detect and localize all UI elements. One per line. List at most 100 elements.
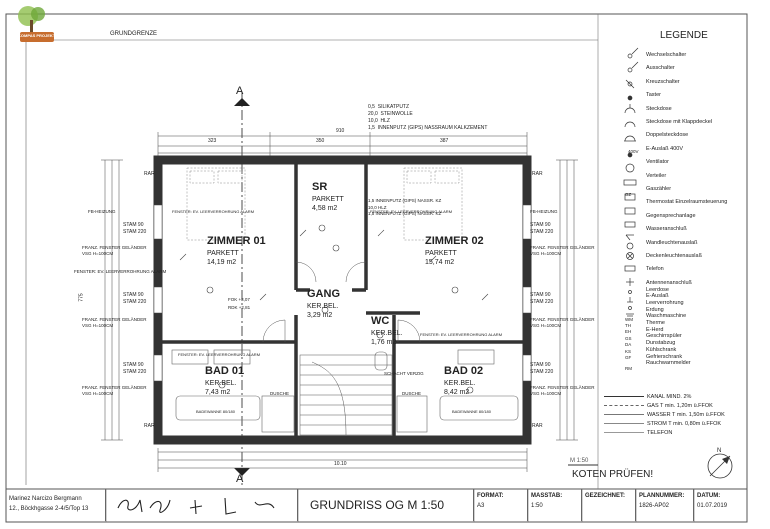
- stam-90: STAM 90: [530, 362, 551, 368]
- room-area: 3,29 m2: [307, 312, 333, 319]
- line-type-label: GAS T min. 1,20m ü.FFOK: [647, 402, 713, 409]
- vsg-height: VSG H=100CM: [82, 251, 114, 256]
- stam-220: STAM 220: [123, 229, 147, 235]
- layer-row: 10,0 HLZ: [368, 118, 390, 124]
- franz-fenster: FRANZ. FENSTER GELÄNDER: [82, 317, 147, 322]
- owner-address: 12., Böckhgasse 2-4/5/Top 13: [9, 506, 89, 512]
- legend-symbol-code: RM: [625, 366, 632, 371]
- legend-title: LEGENDE: [660, 30, 708, 41]
- tb-plannummer: PLANNUMMER: 1826-AP02: [636, 489, 694, 521]
- legend-item-label: Wandleuchtenauslaß: [646, 239, 698, 246]
- line-type-sample: [604, 432, 644, 433]
- room-name: BAD 01: [205, 365, 245, 377]
- legend-symbol-code: KS: [625, 349, 632, 354]
- fok-label-1: FOK +3,07: [228, 297, 250, 302]
- layer-row: 1,5 INNENPUTZ (GIPS) NASSRAUM KALKZEMENT: [368, 125, 488, 131]
- format-value: A3: [477, 503, 485, 509]
- stam-90: STAM 90: [530, 292, 551, 298]
- room-area: 8,42 m2: [444, 389, 470, 396]
- layer-row: 10,0 HLZ: [368, 204, 387, 210]
- legend-item: Ventilator: [622, 157, 669, 167]
- room-name: WC: [371, 315, 390, 327]
- window-label-left-2: STAM 90 STAM 220: [123, 292, 146, 306]
- legend-item: Doppelsteckdose: [622, 130, 688, 140]
- owner-name: Marinez Narcizo Bergmann: [9, 496, 82, 502]
- logo: KOMPAS PROJEKTE: [18, 33, 58, 38]
- dim-top-total: 910: [336, 128, 345, 134]
- legend-item: Leerdose: [622, 285, 669, 295]
- vsg-height: VSG H=100CM: [530, 251, 562, 256]
- stam-90: STAM 90: [123, 222, 144, 228]
- legend-symbol-code: EH: [625, 329, 632, 334]
- room-name: GANG: [307, 288, 340, 300]
- line-type-sample: [604, 405, 644, 406]
- legend-item-label: Gaszähler: [646, 186, 672, 192]
- legend-symbol-code: DA: [625, 342, 632, 347]
- stam-220: STAM 220: [123, 369, 147, 375]
- legend-item-label: Steckdose mit Klappdeckel: [646, 119, 713, 125]
- legend-item-label: E-Auslaß: [646, 293, 669, 300]
- room-area: 15,74 m2: [425, 259, 455, 266]
- franz-note-right-3: FRANZ. FENSTER GELÄNDER VSG H=100CM: [530, 385, 595, 397]
- plan-title: GRUNDRISS OG M 1:50: [310, 498, 445, 512]
- legend-item-label: E-Herd: [646, 326, 664, 333]
- legend-item: Ausschalter: [622, 63, 675, 73]
- legend-item-label: Ausschalter: [646, 65, 675, 72]
- legend-item-label: Telefon: [646, 266, 664, 273]
- dim-top-387: 387: [440, 138, 449, 144]
- legend-item: Rauchwarnmelder: [622, 358, 691, 368]
- franz-fenster: FRANZ. FENSTER GELÄNDER: [82, 245, 147, 250]
- franz-note-right: FRANZ. FENSTER GELÄNDER VSG H=100CM: [530, 245, 595, 257]
- stam-220: STAM 220: [530, 299, 554, 305]
- tb-title: GRUNDRISS OG M 1:50: [298, 489, 474, 521]
- koten-pruefen: KOTEN PRÜFEN!: [572, 469, 654, 480]
- legend-item-label: Leerverrohrung: [646, 299, 684, 306]
- fb-heizung-note: FB-HEIZUNG: [88, 209, 116, 214]
- franz-fenster: FRANZ. FENSTER GELÄNDER: [530, 317, 595, 322]
- dusche-label-2: DUSCHE: [402, 391, 422, 396]
- grundgrenze-label: GRUNDGRENZE: [110, 31, 158, 37]
- room-wc: WC KER.BEL. 1,76 m2: [371, 315, 403, 347]
- franz-fenster: FRANZ. FENSTER GELÄNDER: [530, 245, 595, 250]
- room-bad-01: BAD 01 KER.BEL. 7,43 m2: [205, 365, 245, 397]
- room-floor: PARKETT: [425, 250, 457, 257]
- legend-item-label: Therme: [646, 320, 665, 326]
- legend-item: Therme: [622, 318, 665, 328]
- legend-item-label: Ventilator: [646, 159, 669, 166]
- legend-item: Thermostat Einzelraumsteuerung: [622, 197, 727, 207]
- legend-item: Steckdose mit Klappdeckel: [622, 117, 712, 127]
- wall-layer-spec: 0,5 SILIKATPUTZ 20,0 STEINWOLLE 10,0 HLZ…: [368, 104, 487, 132]
- layer-row: 1,5 INNENPUTZ (GIPS) NASSR. KZ: [368, 198, 442, 203]
- legend-item-label: Doppelsteckdose: [646, 132, 689, 139]
- left-notes: FB-HEIZUNG: [88, 209, 116, 215]
- window-label-right-1: STAM 90 STAM 220: [530, 222, 553, 236]
- franz-fenster: FRANZ. FENSTER GELÄNDER: [82, 385, 147, 390]
- legend-item: E-Auslaß 400V: [622, 144, 683, 154]
- legend-item-label: Verteiler: [646, 172, 667, 179]
- legend-line-item: KANAL MIND. 2%: [604, 392, 691, 401]
- franz-note-left-2: FRANZ. FENSTER GELÄNDER VSG H=100CM: [82, 317, 147, 329]
- line-type-label: KANAL MIND. 2%: [647, 393, 692, 400]
- tb-gezeichnet: GEZEICHNET:: [582, 489, 636, 521]
- vsg-height: VSG H=100CM: [82, 391, 114, 396]
- legend-item-label: Kreuzschalter: [646, 78, 680, 85]
- legend-item-label: Erdung: [646, 306, 664, 313]
- room-area: 14,19 m2: [207, 259, 237, 266]
- legend-item-label: Taster: [646, 92, 661, 99]
- legend-item: Deckenleuchtenauslaß: [622, 251, 702, 261]
- fenster-note-left: FENSTER: EV. LEERVERROHRUNG ALARM: [74, 269, 167, 274]
- franz-note-left-3: FRANZ. FENSTER GELÄNDER VSG H=100CM: [82, 385, 147, 397]
- room-sr: SR PARKETT 4,58 m2: [312, 182, 344, 213]
- plannummer-value: 1826-AP02: [639, 503, 670, 509]
- masstab-value: 1:50: [531, 503, 543, 509]
- legend-item: Verteiler: [622, 171, 666, 181]
- legend-item: Gegensprechanlage: [622, 211, 696, 221]
- legend-item-label: Deckenleuchtenauslaß: [646, 253, 702, 259]
- legend-item-label: Geschirrspüler: [646, 333, 682, 340]
- legend-line-item: GAS T min. 1,20m ü.FFOK: [604, 401, 713, 410]
- dusche-label-1: DUSCHE: [270, 391, 290, 396]
- section-a-label-top: A: [236, 85, 244, 97]
- legend-symbol-code: TH: [625, 323, 631, 328]
- room-floor: KER.BEL.: [205, 380, 237, 387]
